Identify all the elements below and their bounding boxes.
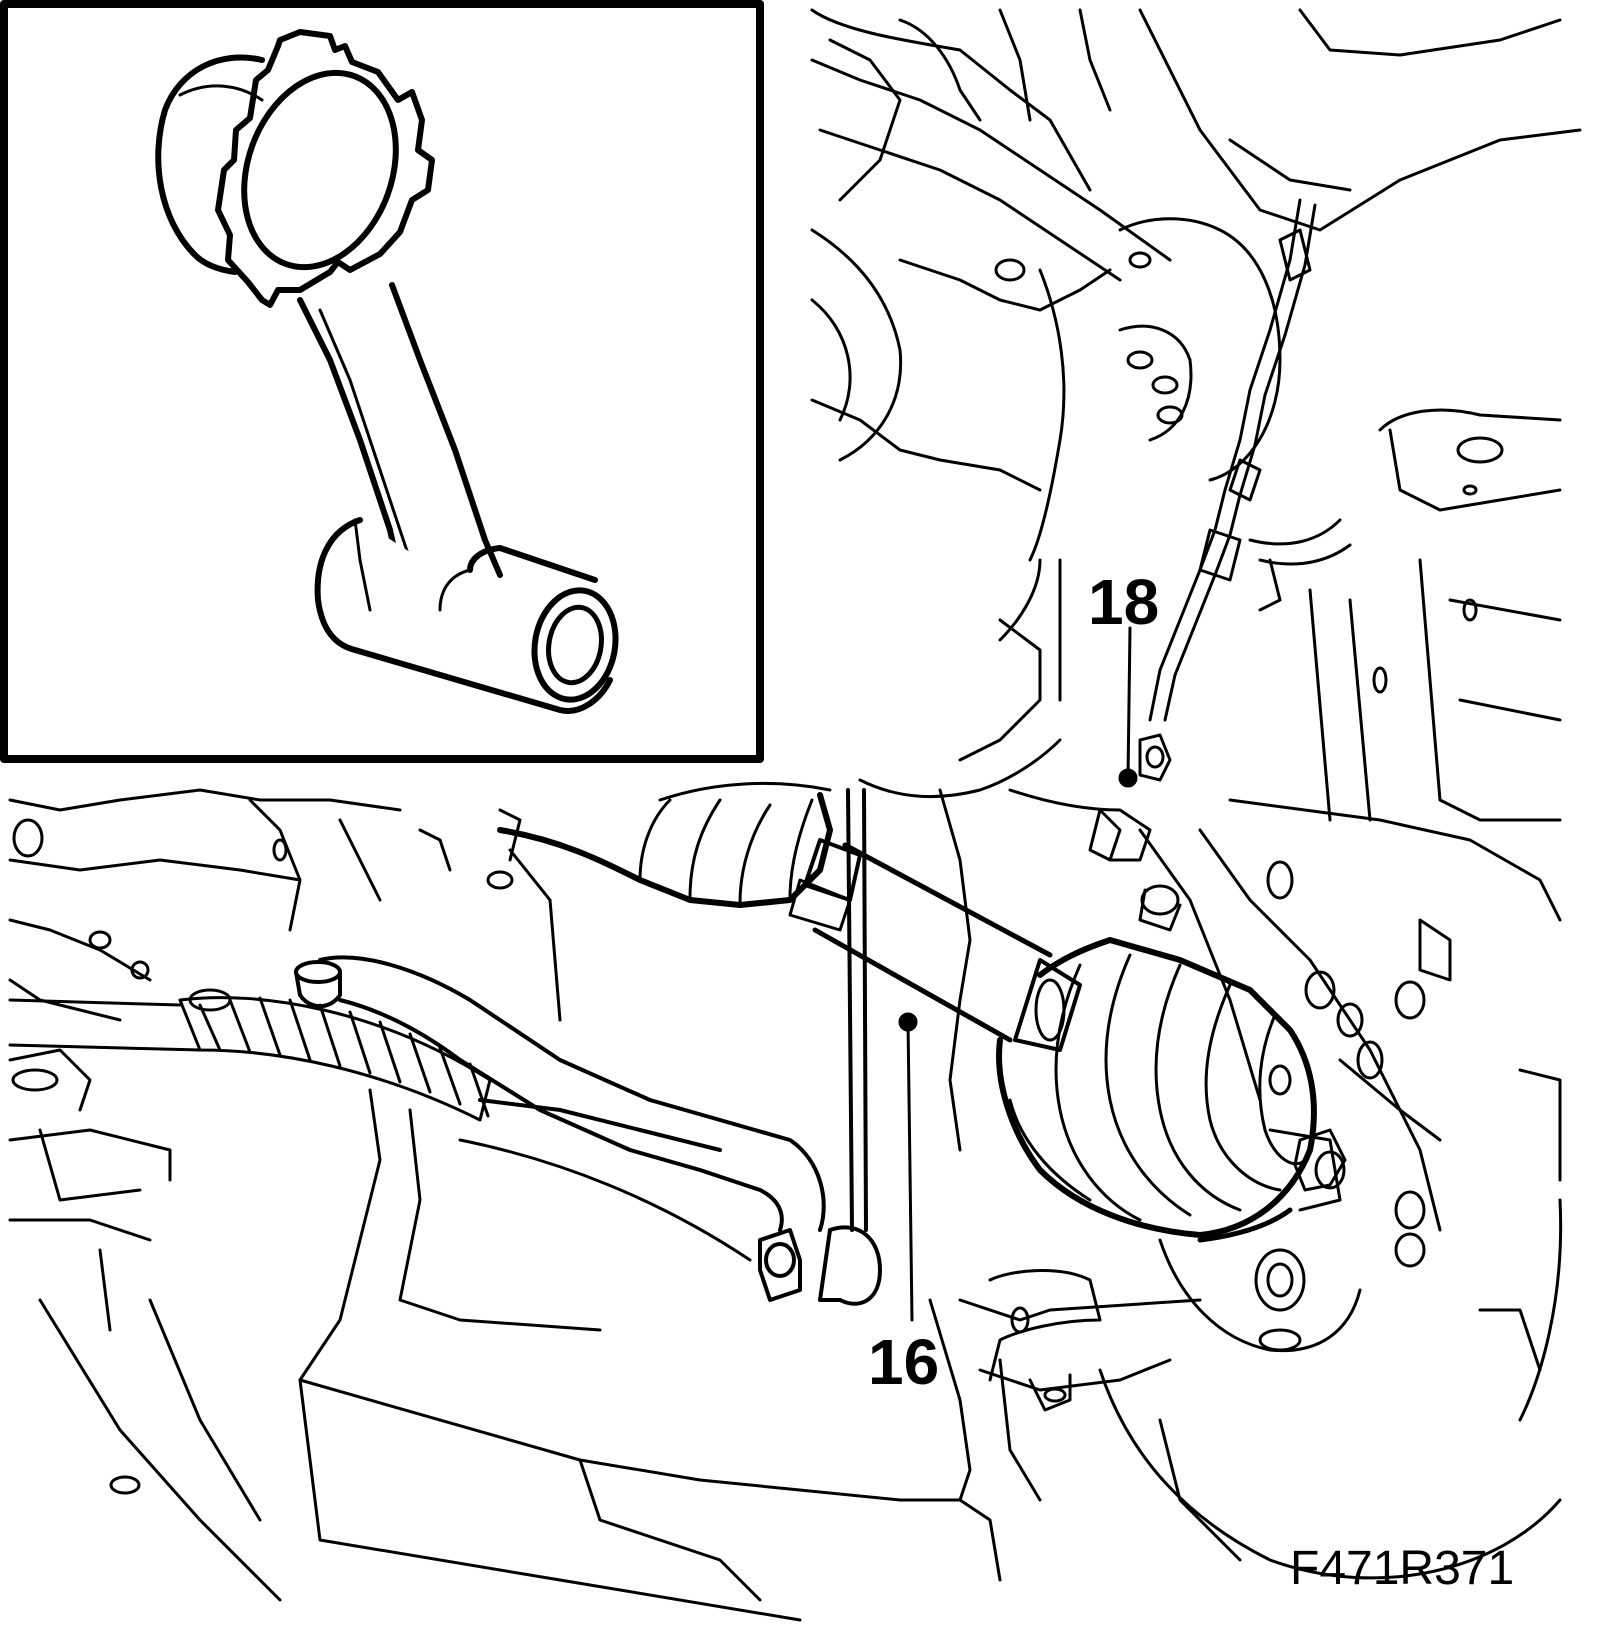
leader-line-16 xyxy=(906,1020,914,1322)
leader-dot-16 xyxy=(898,1012,918,1032)
leader-dot-18 xyxy=(1118,768,1138,788)
callout-16: 16 xyxy=(868,1326,940,1398)
callout-leaders xyxy=(898,626,1138,1322)
tie-rod xyxy=(294,788,882,1306)
callout-18: 18 xyxy=(1088,566,1160,638)
driveshaft xyxy=(497,781,1317,1243)
figure-code: F471R371 xyxy=(1290,1542,1515,1595)
hub-fasteners xyxy=(1008,733,1347,1192)
special-tool-illustration xyxy=(155,29,619,714)
leader-line-18 xyxy=(1126,626,1132,780)
sensor-cable xyxy=(1148,198,1352,722)
chassis-background xyxy=(8,8,1582,1622)
